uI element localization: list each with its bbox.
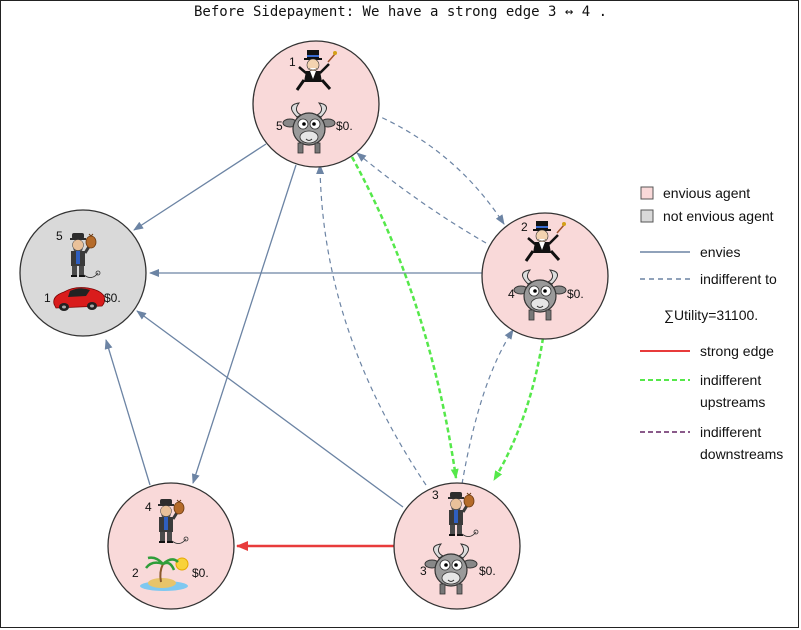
legend-not-envious-label: not envious agent [663,208,774,224]
good-number: 1 [44,291,51,305]
good-number: 3 [420,564,427,578]
legend-upstreams-label-2: upstreams [700,394,765,410]
good-number: 5 [276,119,283,133]
node-agent-5: 5 1 $0. [19,209,147,337]
edge-right-to-top-indifferent [356,152,487,244]
legend-envies-label: envies [700,244,740,260]
legend-upstreams-label-1: indifferent [700,372,761,388]
agent-number: 4 [145,500,152,514]
edge-top-to-right-indifferent [373,113,505,225]
node-agent-2: 2 4 $0. [481,212,609,340]
edge-bottomright-to-right-indifferent [461,329,514,485]
legend-downstreams-label-2: downstreams [700,446,783,462]
node-agent-1: 1 5 $0. [252,40,380,168]
legend-swatch-not-envious [640,209,654,223]
money-label: $0. [336,119,353,133]
edge-bottomright-to-left [136,310,404,508]
good-number: 2 [132,566,139,580]
agent-number: 1 [289,55,296,69]
legend: envious agent not envious agent envies i… [640,185,783,462]
money-label: $0. [192,566,209,580]
agent-number: 5 [56,229,63,243]
money-label: $0. [567,287,584,301]
legend-strong-label: strong edge [700,343,774,359]
legend-swatch-envious [640,186,654,200]
edge-top-to-left [133,143,267,231]
edge-top-to-bottomleft [191,164,297,484]
legend-utility: ∑Utility=31100. [664,307,758,323]
edge-bottomleft-to-left [104,339,151,486]
legend-downstreams-label-1: indifferent [700,424,761,440]
money-label: $0. [104,291,121,305]
legend-envious-label: envious agent [663,185,750,201]
agent-number: 3 [432,488,439,502]
money-label: $0. [479,564,496,578]
good-number: 4 [508,287,515,301]
edge-right-to-bottomright-upstream [492,337,545,481]
edge-bottomright-to-top-indifferent [316,164,427,486]
legend-indifferent-label: indifferent to [700,271,777,287]
node-agent-3: 3 3 $0. [393,482,521,610]
agent-number: 2 [521,220,528,234]
node-agent-4: 4 2 $0. [107,482,235,610]
edge-top-to-bottomright-upstream [350,156,459,479]
diagram-title: Before Sidepayment: We have a strong edg… [193,4,607,20]
